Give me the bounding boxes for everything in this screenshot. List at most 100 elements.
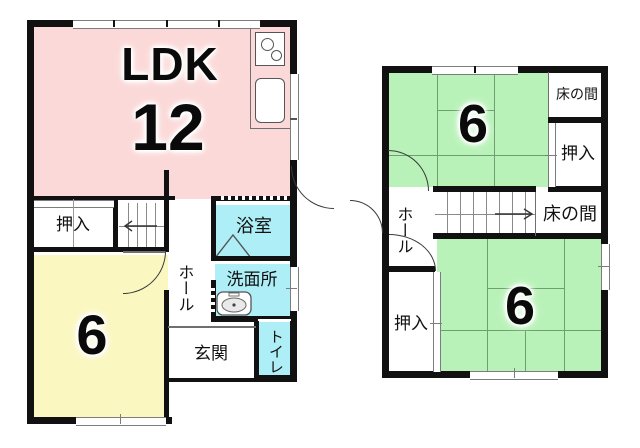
interior-wall-oshiire-ne-bottom — [548, 186, 602, 192]
tatami-line — [565, 330, 602, 332]
tokonoma-north-divider — [548, 72, 550, 117]
exterior-wall-left-2f — [382, 66, 389, 378]
bathtub-icon — [214, 233, 252, 259]
exterior-wall-right-ldk — [290, 20, 297, 105]
closet-door-mullion — [430, 323, 442, 325]
window-mullion — [290, 118, 297, 120]
label-tokonoma-north: 床の間 — [556, 85, 598, 102]
interior-wall-senmenjo-bottom — [211, 316, 258, 322]
closet-door-mullion — [545, 155, 557, 157]
stair-direction-arrow-right-icon — [495, 208, 534, 220]
exterior-wall-right-2f-top — [601, 66, 608, 192]
exterior-wall-right-mid — [290, 160, 297, 208]
interior-wall-oshiire-ne-top — [548, 117, 602, 123]
senmenjo-door-louver — [211, 284, 215, 312]
exterior-wall-right-genkan — [166, 378, 258, 382]
kitchen-counter-edge — [250, 128, 291, 130]
staircase-2f — [435, 192, 535, 238]
window-mullion — [598, 266, 609, 268]
exterior-wall-left — [27, 20, 34, 424]
interior-wall-toilet-left — [254, 320, 259, 380]
tatami-line — [487, 288, 565, 290]
interior-wall-ldk-south-2 — [115, 196, 175, 200]
interior-wall-washitsu-right — [164, 290, 169, 424]
stove-burner-icon — [261, 38, 274, 51]
toilet-door-line — [258, 319, 291, 321]
label-oshiire-1f: 押入 — [56, 215, 90, 235]
tatami-line — [388, 155, 437, 157]
exterior-wall-bottom-toilet — [256, 375, 297, 382]
window-mullion — [113, 20, 115, 27]
exterior-wall-right-bath — [290, 205, 297, 267]
interior-wall-toilet-top — [254, 316, 291, 321]
room-tokonoma-south — [535, 192, 602, 238]
interior-wall-closet-bottom — [27, 247, 115, 252]
interior-wall-ldk-south — [27, 196, 115, 200]
room-genkan — [168, 327, 256, 378]
label-tokonoma-south: 床の間 — [543, 203, 597, 224]
exterior-wall-right-lower — [290, 310, 297, 382]
tatami-line — [437, 72, 439, 187]
door-leaf-washitsu — [123, 251, 165, 253]
label-oshiire-southwest: 押入 — [394, 314, 428, 334]
tatami-line — [564, 238, 566, 372]
window-mullion — [286, 288, 297, 290]
label-ldk: LDK — [121, 37, 219, 90]
tatami-line — [494, 72, 496, 187]
label-washitsu-size-1f: 6 — [76, 302, 108, 366]
exterior-wall-right-2f-mid — [601, 188, 608, 244]
interior-wall-stairwell-bottom — [115, 247, 169, 252]
kitchen-counter-edge — [250, 26, 252, 129]
closet-door-mullion — [73, 199, 75, 247]
room-tokonoma-north — [548, 72, 602, 117]
room-yokushitsu — [215, 205, 291, 259]
label-hall-2f: ホール — [394, 206, 412, 254]
tatami-line — [487, 238, 489, 372]
door-mullion — [120, 414, 122, 424]
label-washitsu-size-2f-south: 6 — [504, 275, 536, 336]
tatami-line — [437, 330, 565, 332]
label-washitsu-size-2f-north: 6 — [457, 93, 489, 154]
label-oshiire-northeast: 押入 — [561, 144, 595, 164]
window-ldk-east — [290, 74, 299, 160]
wash-basin-icon — [216, 291, 252, 316]
bath-door-louver — [217, 196, 287, 200]
window-mullion — [218, 20, 220, 27]
door-swing-ldk-entry — [291, 166, 334, 209]
window-mullion — [514, 368, 516, 378]
hall-genkan-divider — [168, 326, 256, 328]
door-swing-hall-entry-2f — [350, 200, 383, 233]
stair-direction-arrow-left-icon — [123, 220, 157, 232]
interior-wall-bath-bottom — [211, 256, 291, 261]
interior-wall-stairwell-2f-bottom — [433, 233, 536, 239]
interior-wall-tokonoma-s-bottom — [535, 233, 602, 239]
exterior-wall-right-2f-bottom — [601, 288, 608, 378]
label-genkan: 玄関 — [194, 344, 228, 364]
interior-wall-closet-right — [113, 199, 118, 252]
staircase-1f — [119, 203, 168, 250]
kitchen-sink — [255, 78, 285, 123]
room-hall-1f — [168, 203, 215, 327]
room-oshiire-southwest — [388, 272, 435, 372]
tokonoma-south-divider — [535, 192, 537, 236]
tatami-line — [437, 155, 548, 157]
tatami-line — [437, 110, 495, 112]
label-yokushitsu: 浴室 — [236, 215, 272, 236]
label-toilet: トイレ — [266, 328, 284, 374]
room-washitsu-6-south — [437, 238, 602, 372]
window-mullion — [166, 20, 168, 27]
interior-wall-stairwell-2f-top — [433, 186, 536, 192]
window-mullion — [474, 66, 476, 73]
genkan-step-line — [168, 327, 256, 329]
interior-wall-bath-left — [211, 200, 216, 260]
tatami-line — [525, 330, 527, 372]
closet-sliding-doors-2f-sw — [433, 272, 441, 372]
interior-wall-stairwell-right — [164, 170, 169, 250]
room-oshiire-northeast — [552, 122, 602, 188]
label-senmenjo: 洗面所 — [226, 270, 278, 290]
room-ldk — [33, 26, 291, 199]
label-hall-1f: ホール — [175, 264, 193, 312]
stove-burner-icon — [271, 50, 282, 61]
room-toilet — [258, 322, 291, 378]
